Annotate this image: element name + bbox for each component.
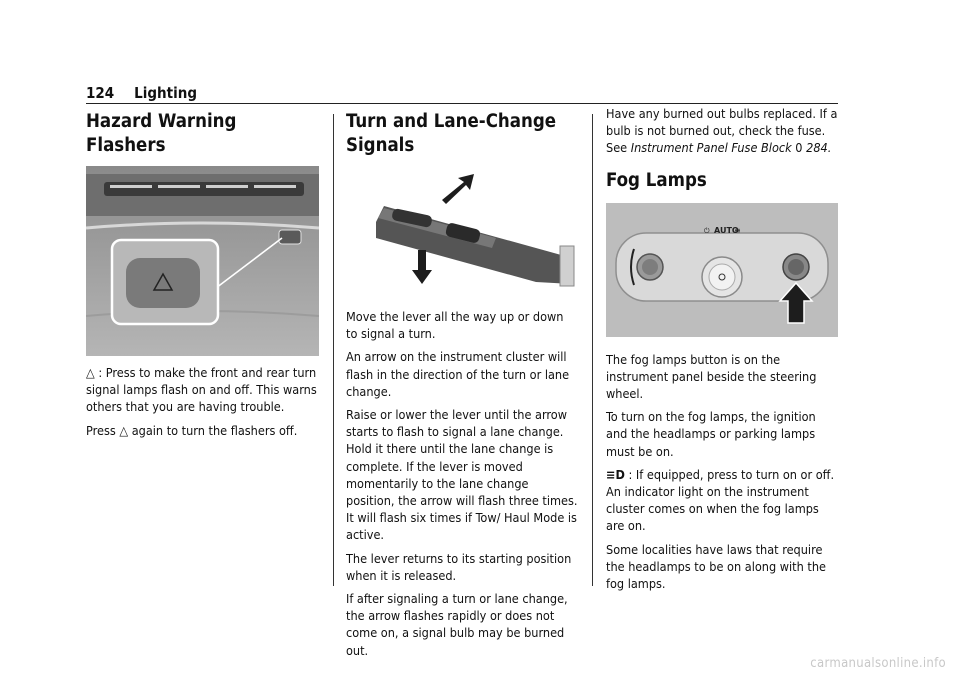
fog-lamps-text: The fog lamps button is on the instrumen…	[606, 351, 838, 593]
turn-para: Move the lever all the way up or down to…	[346, 309, 564, 342]
hazard-para-2: Press △ again to turn the flashers off.	[86, 422, 298, 438]
header-rule	[86, 103, 838, 104]
fuse-block-page[interactable]: 284.	[806, 140, 832, 156]
turn-signal-heading: Turn and Lane-Change Signals	[346, 111, 557, 156]
section-title: Lighting	[134, 84, 198, 102]
fog-para: ≡D : If equipped, press to turn on or of…	[606, 466, 835, 534]
hazard-para-1: △ : Press to make the front and rear tur…	[86, 365, 317, 415]
page-number: 124	[86, 84, 115, 102]
page-ref-icon: 0	[795, 140, 803, 156]
turn-para: An arrow on the instrument cluster will …	[346, 349, 570, 399]
turn-signal-lever-figure	[376, 174, 575, 287]
fog-para: To turn on the fog lamps, the ignition a…	[606, 409, 816, 459]
watermark: carmanualsonline.info	[810, 656, 946, 671]
turn-signal-column: Turn and Lane-Change Signals Move the le…	[346, 110, 578, 665]
fog-para: The fog lamps button is on the instrumen…	[606, 351, 817, 402]
svg-text:⏻: ⏻	[704, 227, 710, 235]
bulbs-para: Have any burned out bulbs replaced. If a…	[606, 106, 838, 156]
column-divider	[333, 114, 334, 586]
auto-label: AUTO	[714, 226, 739, 235]
hazard-figure	[86, 166, 319, 356]
svg-text:≡: ≡	[734, 226, 741, 235]
turn-para: The lever returns to its starting positi…	[346, 550, 572, 583]
fog-para: Some localities have laws that require t…	[606, 541, 826, 592]
hazard-triangle-icon: △	[119, 422, 129, 438]
turn-signal-text: Move the lever all the way up or down to…	[346, 308, 578, 659]
fog-lamps-heading: Fog Lamps	[606, 169, 707, 191]
hazard-heading: Hazard Warning Flashers	[86, 111, 237, 156]
fog-lamps-column: Have any burned out bulbs replaced. If a…	[606, 106, 838, 598]
fuse-block-link[interactable]: Instrument Panel Fuse Block	[630, 140, 792, 156]
hazard-column: Hazard Warning Flashers △ : Press to mak…	[86, 110, 319, 445]
hazard-triangle-icon: △	[86, 365, 95, 380]
turn-para: Raise or lower the lever until the arrow…	[346, 407, 578, 543]
column-divider	[592, 114, 593, 586]
turn-para: If after signaling a turn or lane change…	[346, 591, 568, 658]
page-header: 124 Lighting	[86, 84, 197, 102]
fog-lamp-icon: ≡D	[606, 466, 625, 482]
fog-lamps-figure: ⏻ AUTO ≡	[606, 202, 838, 337]
